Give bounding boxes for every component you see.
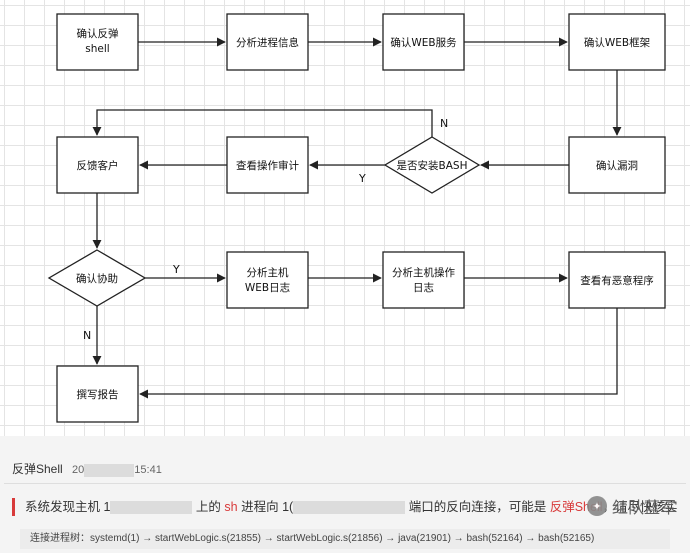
node-confirm-shell: 确认反弹 shell [56,13,139,71]
node-feedback-customer-label: 反馈客户 [77,159,119,172]
node-check-malware: 查看有恶意程序 [568,251,666,309]
alert-msg-part3: 进程向 1( [241,500,294,514]
node-review-audit-label: 查看操作审计 [236,159,299,172]
node-confirm-web-service-label: 确认WEB服务 [390,36,457,49]
flowchart-canvas: 确认反弹 shell 分析进程信息 确认WEB服务 确认WEB框架 反馈客户 查… [47,13,666,423]
node-confirm-web-framework-label: 确认WEB框架 [584,36,651,49]
edge-malware-to-report [139,308,618,399]
node-confirm-shell-label-2: shell [85,43,109,55]
alert-timestamp: 20 15:41 [72,463,162,477]
alert-message: 系统发现主机 1 上的 sh 进程向 1( 端口的反向连接，可能是 反弹Shel… [12,498,678,516]
process-chain: 连接进程树：systemd(1) → startWebLogic.s(21855… [20,529,670,549]
watermark: ✦ 红队蓝军 [586,494,676,518]
watermark-text: 红队蓝军 [611,500,676,517]
flowchart-edges [92,37,622,399]
edge-bash-no-to-feedback [92,109,433,137]
redaction-mask [84,463,135,477]
node-write-report: 撰写报告 [56,365,139,423]
edge-label-assist-yes: Y [172,263,180,276]
alert-timestamp-prefix: 20 [72,464,85,476]
node-host-web-log-label-2: WEB日志 [245,281,290,294]
redaction-mask [110,501,193,515]
node-confirm-shell-label-1: 确认反弹 [77,27,119,40]
wechat-icon: ✦ [586,496,607,516]
node-host-op-log: 分析主机操作 日志 [382,251,465,309]
alert-msg-part5: ，请尽快核实 [602,500,678,514]
node-review-audit: 查看操作审计 [226,136,309,194]
node-confirm-assist: 确认协助 [47,249,147,307]
node-analyze-process-label: 分析进程信息 [236,36,299,49]
node-write-report-label: 撰写报告 [77,388,119,401]
edge-label-assist-no: N [83,329,91,342]
alert-timestamp-suffix: 15:41 [134,464,162,476]
alert-msg-part2: 上的 [195,500,221,514]
node-confirm-web-service: 确认WEB服务 [382,13,465,71]
node-host-op-log-label-1: 分析主机操作 [392,266,455,279]
node-bash-installed: 是否安装BASH [383,136,481,194]
node-host-op-log-label-2: 日志 [413,281,434,294]
edge-label-bash-no: N [440,117,448,130]
edge-label-bash-yes: Y [358,172,366,185]
alert-header: 反弹Shell 20 15:41 [12,460,162,477]
node-confirm-web-framework: 确认WEB框架 [568,13,666,71]
node-confirm-vuln: 确认漏洞 [568,136,666,194]
node-analyze-process: 分析进程信息 [226,13,309,71]
alert-msg-part1: 系统发现主机 1 [25,500,111,514]
redaction-mask [293,501,406,515]
alert-panel: 反弹Shell 20 15:41 系统发现主机 1 上的 sh 进程向 1( 端口… [0,436,690,553]
node-confirm-assist-label: 确认协助 [76,272,118,285]
node-feedback-customer: 反馈客户 [56,136,139,194]
flowchart: 确认反弹 shell 分析进程信息 确认WEB服务 确认WEB框架 反馈客户 查… [0,0,690,436]
panel-divider [4,483,686,484]
alert-title: 反弹Shell [12,462,63,476]
node-host-web-log: 分析主机 WEB日志 [226,251,309,309]
node-check-malware-label: 查看有恶意程序 [580,274,654,287]
alert-msg-part4: 端口的反向连接，可能是 [408,500,547,514]
node-confirm-vuln-label: 确认漏洞 [596,159,638,172]
node-bash-installed-label: 是否安装BASH [397,159,468,172]
alert-msg-sh: sh [224,500,238,514]
node-host-web-log-label-1: 分析主机 [247,266,289,279]
